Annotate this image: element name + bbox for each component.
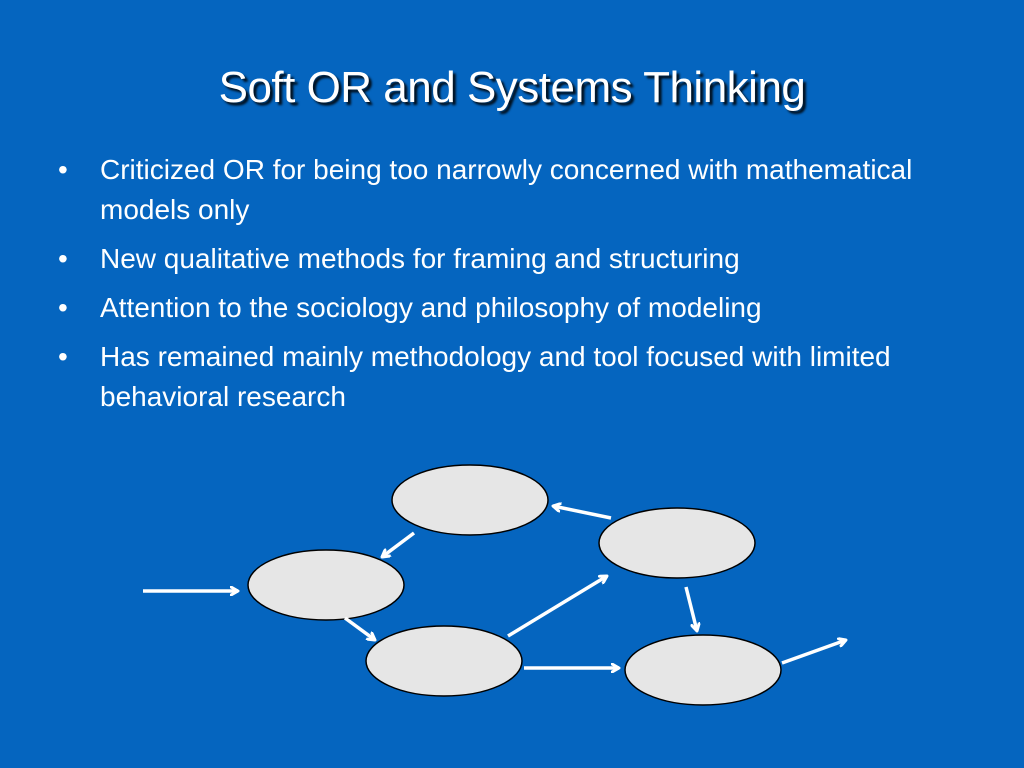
- bullet-text: New qualitative methods for framing and …: [100, 243, 740, 274]
- arrow-top-to-left: [382, 531, 416, 557]
- diagram-node-right: [598, 507, 756, 579]
- bullet-text: Criticized OR for being too narrowly con…: [100, 154, 913, 225]
- bullet-text: Attention to the sociology and philosoph…: [100, 292, 762, 323]
- diagram-node-left: [247, 549, 405, 621]
- diagram-node-top: [391, 464, 549, 536]
- bullet-item: • New qualitative methods for framing an…: [56, 239, 936, 279]
- diagram-node-bottom-center: [365, 625, 523, 697]
- bullet-item: • Has remained mainly methodology and to…: [56, 337, 936, 417]
- bullet-marker: •: [58, 292, 68, 323]
- bullet-marker: •: [58, 154, 68, 185]
- arrow-right-to-bottom-right: [684, 586, 697, 631]
- arrow-output: [781, 640, 846, 665]
- slide-title: Soft OR and Systems Thinking: [218, 63, 806, 112]
- bullet-item: • Attention to the sociology and philoso…: [56, 288, 936, 328]
- arrow-bottom-to-right: [507, 576, 607, 638]
- arrow-right-to-top: [553, 506, 612, 520]
- bullet-list: • Criticized OR for being too narrowly c…: [56, 150, 936, 426]
- bullet-marker: •: [58, 341, 68, 372]
- diagram-node-bottom-right: [624, 634, 782, 706]
- bullet-item: • Criticized OR for being too narrowly c…: [56, 150, 936, 230]
- bullet-text: Has remained mainly methodology and tool…: [100, 341, 891, 412]
- arrow-left-to-bottom: [343, 616, 375, 640]
- bullet-marker: •: [58, 243, 68, 274]
